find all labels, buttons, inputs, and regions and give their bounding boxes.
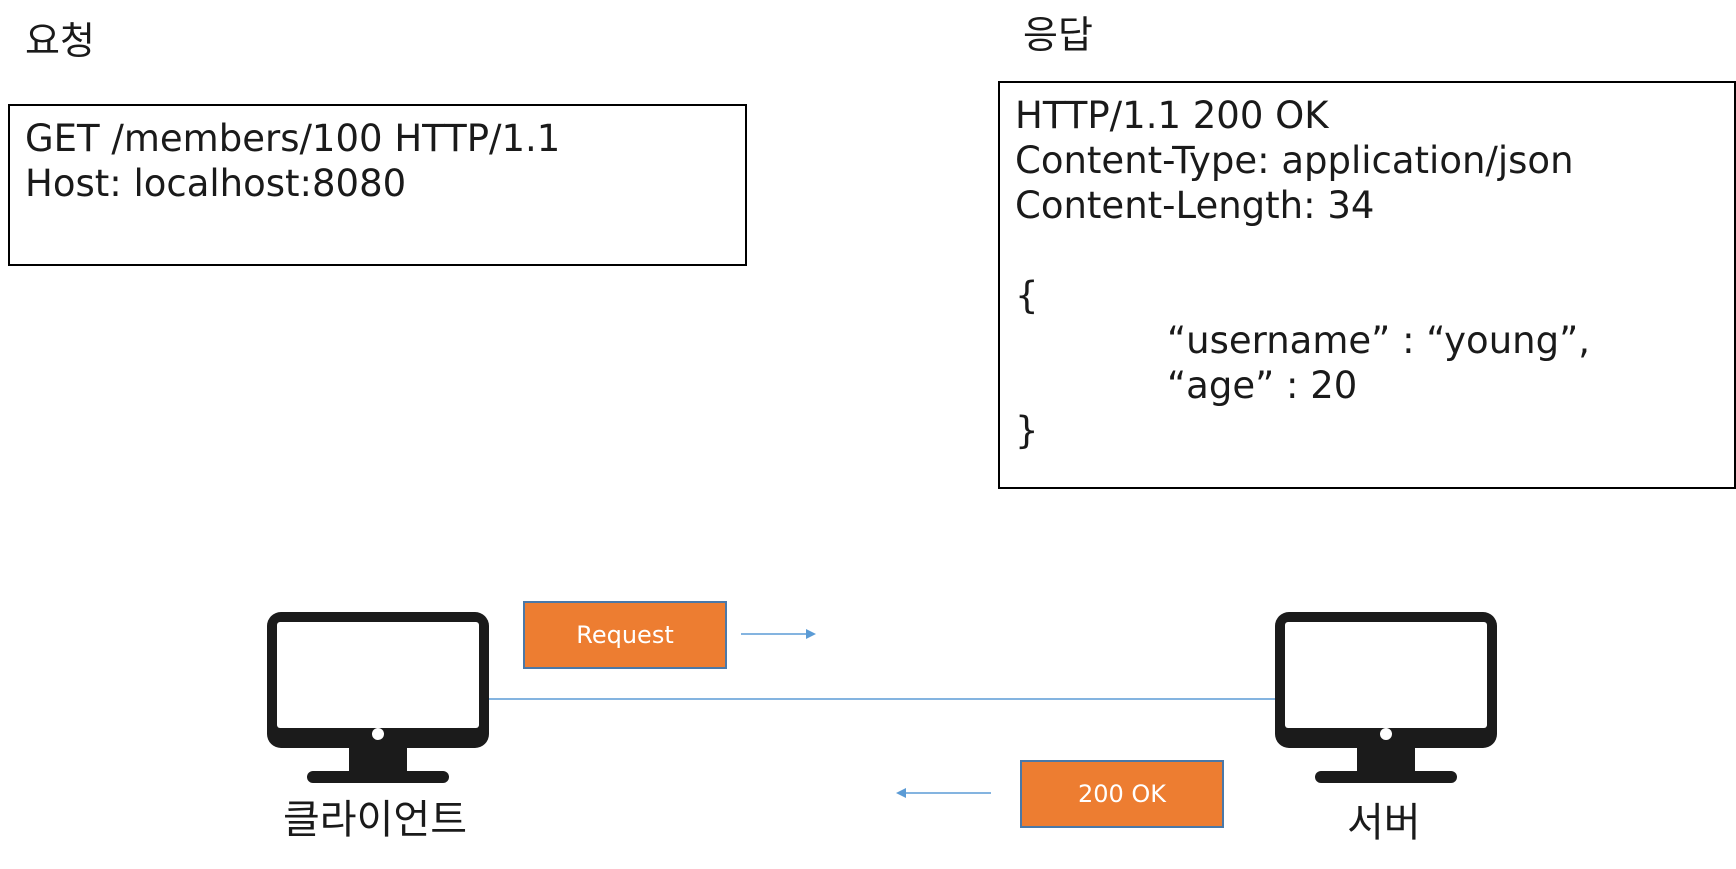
response-status-line: HTTP/1.1 200 OK: [1015, 94, 1329, 137]
response-content-type: Content-Type: application/json: [1015, 139, 1574, 182]
client-label: 클라이언트: [283, 797, 467, 843]
response-body-close-brace: }: [1015, 409, 1039, 452]
client-monitor-icon: [265, 610, 491, 786]
response-title: 응답: [1023, 13, 1093, 57]
request-host-header: Host: localhost:8080: [25, 162, 407, 205]
response-message-box: HTTP/1.1 200 OK Content-Type: applicatio…: [998, 81, 1736, 489]
request-message-box: GET /members/100 HTTP/1.1 Host: localhos…: [8, 104, 747, 266]
response-message-label: 200 OK: [1020, 760, 1224, 828]
response-body-open-brace: {: [1015, 274, 1039, 317]
server-monitor-icon: [1273, 610, 1499, 786]
server-label: 서버: [1347, 800, 1421, 846]
response-body-age: “age” : 20: [1167, 364, 1358, 407]
request-line: GET /members/100 HTTP/1.1: [25, 117, 561, 160]
request-message-label: Request: [523, 601, 727, 669]
response-content-length: Content-Length: 34: [1015, 184, 1375, 227]
request-title: 요청: [25, 19, 95, 63]
response-body-username: “username” : “young”,: [1167, 319, 1591, 362]
